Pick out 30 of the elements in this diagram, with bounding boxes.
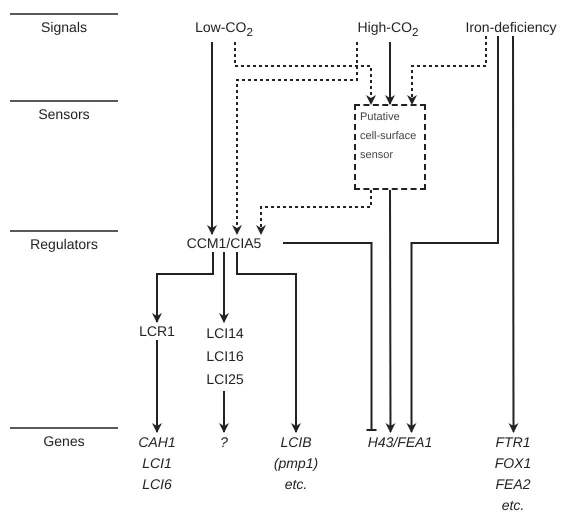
arrow <box>385 190 396 433</box>
arrow <box>256 190 372 235</box>
gene-label: LCIB (pmp1) etc. <box>266 432 326 495</box>
regulator-label: LCI14 LCI16 LCI25 <box>200 322 250 391</box>
arrow <box>234 42 376 105</box>
row-label: Sensors <box>37 105 91 123</box>
signal-label: Low-CO$_{2}$ <box>179 18 269 42</box>
gene-label: H43/FEA1 <box>352 432 448 453</box>
row-label: Signals <box>40 18 88 36</box>
gene-label: ? <box>214 432 234 453</box>
row-label: Genes <box>42 432 86 450</box>
signal-label: Iron-deficiency <box>450 18 572 36</box>
arrow <box>232 42 358 235</box>
arrow <box>207 42 217 235</box>
gene-label: CAH1 LCI1 LCI6 <box>132 432 182 495</box>
arrow <box>219 252 229 323</box>
sensor-box: Putative cell-surface sensor <box>354 104 426 190</box>
row-label: Regulators <box>29 235 99 253</box>
arrow <box>152 252 214 323</box>
arrow <box>407 36 487 105</box>
gene-label: FTR1 FOX1 FEA2 etc. <box>486 432 540 516</box>
arrow <box>508 36 518 433</box>
arrow <box>385 42 395 105</box>
regulator-label: LCR1 <box>132 322 182 340</box>
signal-label: High-CO$_{2}$ <box>343 18 433 42</box>
arrow <box>406 36 499 433</box>
arrow <box>236 252 301 433</box>
arrow <box>152 340 162 433</box>
arrow <box>219 391 229 433</box>
regulator-label: CCM1/CIA5 <box>169 234 279 252</box>
